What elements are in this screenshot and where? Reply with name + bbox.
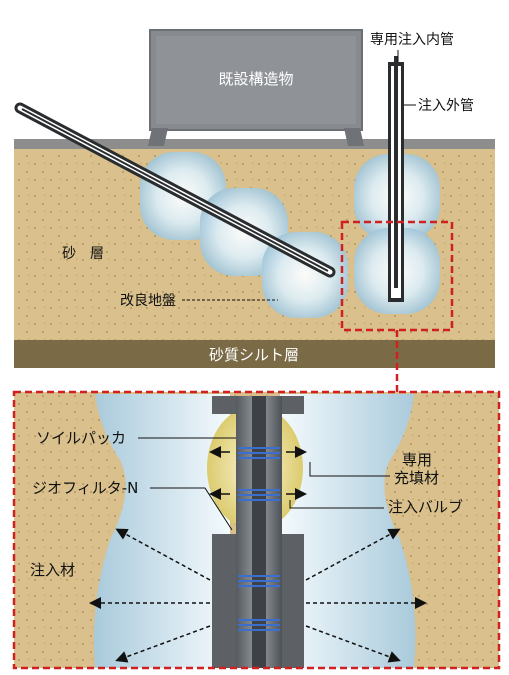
existing-structure: 既設構造物: [148, 29, 364, 146]
detail-section: ソイルパッカ ジオフィルタ-N 専用 充填材 注入バルブ 注入材: [12, 390, 501, 670]
filler-leader: [309, 462, 390, 477]
improved-ground-label: 改良地盤: [120, 293, 176, 309]
geo-filter-leader: [150, 487, 233, 531]
sand-layer-label: 砂 層: [62, 246, 104, 262]
inner-pipe-label: 専用注入内管: [370, 32, 454, 48]
outer-pipe-label: 注入外管: [418, 98, 474, 114]
detail-highlight-box: [340, 220, 454, 332]
detail-improved-ground-right: [280, 394, 416, 668]
geo-filter-label: ジオフィルタ-N: [32, 479, 138, 497]
valve-label: 注入バルブ: [388, 498, 463, 516]
top-section: 既設構造物 専用注入内管 注入外管 砂 層 改良地盤: [14, 29, 495, 392]
valve-leader: [289, 500, 384, 509]
filler-arrows: [209, 446, 307, 500]
detail-border: [12, 390, 501, 670]
pavement-surface: [14, 139, 495, 149]
inner-pipe-detail: [252, 396, 266, 668]
inclined-injection-pipe: [14, 102, 336, 278]
grout-label: 注入材: [30, 561, 75, 579]
detail-improved-ground-left: [94, 394, 230, 668]
silt-layer: [14, 340, 495, 368]
soil-packer-label: ソイルパッカ: [36, 429, 126, 447]
filler-label-line1: 専用: [402, 451, 432, 469]
grout-flow-arrows: [89, 528, 427, 663]
filler-label-line2: 充填材: [394, 469, 439, 487]
valve-slits: [238, 447, 280, 631]
silt-layer-label: 砂質シルト層: [209, 346, 299, 364]
structure-label: 既設構造物: [218, 70, 293, 88]
vertical-injection-pipe: [388, 56, 404, 302]
